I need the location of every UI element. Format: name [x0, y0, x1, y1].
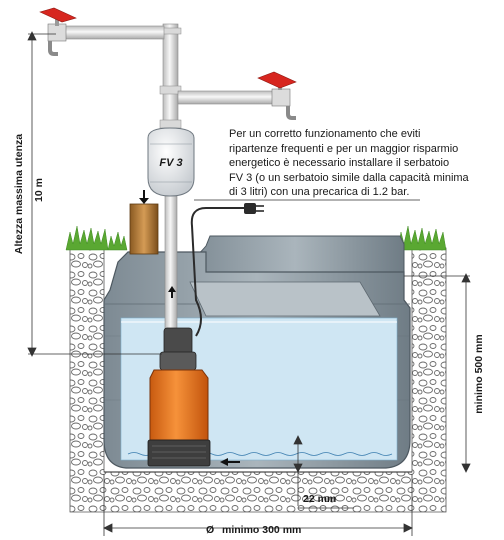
power-cable: [190, 207, 244, 337]
note-line-5: di 3 litri) con una precarica di 1.2 bar…: [229, 186, 410, 198]
note-line-1: Per un corretto funzionamento che eviti: [229, 128, 421, 140]
max-height-value: 10 m: [33, 178, 45, 202]
flow-arrow-in: [220, 458, 240, 466]
min-level-dimension: [404, 273, 471, 473]
bottom-gap-dimension: [293, 435, 354, 509]
upper-tap-icon: [39, 7, 77, 56]
fv3-tank-label: FV 3: [159, 157, 182, 169]
inspection-chimney: [129, 190, 159, 255]
width-symbol: Ø: [206, 524, 214, 536]
lower-tap-icon: [257, 71, 297, 120]
plug-icon: [244, 203, 264, 214]
min-level-label: minimo 500 mm: [473, 334, 485, 413]
width-label: minimo 300 mm: [222, 524, 301, 536]
installation-note: Per un corretto funzionamento che eviti …: [229, 127, 489, 200]
note-line-4: FV 3 (o un serbatoio simile dalla capaci…: [229, 171, 469, 184]
width-dimension: [103, 474, 413, 536]
fv3-tank-icon: FV 3: [147, 127, 195, 197]
grass: [65, 225, 447, 251]
note-line-2: ripartenze frequenti e per un maggior ri…: [229, 142, 459, 155]
note-line-3: energetico è necessario installare il se…: [229, 157, 450, 169]
max-height-dimension: [27, 31, 162, 357]
max-height-label: Altezza massima utenza: [13, 134, 25, 254]
bottom-gap-label: 22 mm: [303, 493, 336, 505]
submersible-pump: [147, 327, 211, 467]
flow-arrow-up: [168, 286, 176, 298]
